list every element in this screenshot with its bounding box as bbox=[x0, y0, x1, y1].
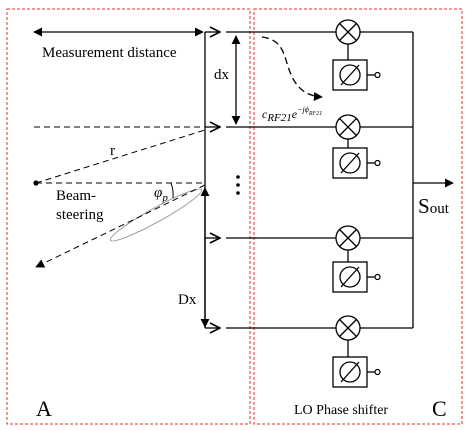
r-label: r bbox=[110, 143, 115, 159]
source-point bbox=[33, 180, 39, 186]
phi-p-label: φp bbox=[154, 185, 168, 204]
coefficient-label: cRF21e−jϕRF21 bbox=[262, 105, 322, 124]
panel-c-label: C bbox=[432, 396, 447, 421]
big-dx-label: Dx bbox=[178, 292, 197, 308]
panel-a-label: A bbox=[36, 396, 52, 421]
mixer-3-icon bbox=[335, 225, 361, 251]
steering-label: steering bbox=[56, 207, 104, 223]
phase-shifter-1-icon bbox=[332, 59, 381, 91]
dot-1 bbox=[236, 175, 240, 179]
dx-label: dx bbox=[214, 67, 230, 83]
measurement-distance-label: Measurement distance bbox=[42, 45, 177, 61]
channel-2 bbox=[226, 114, 413, 179]
panel-a-border bbox=[6, 8, 251, 425]
channel-4 bbox=[226, 315, 413, 388]
r-dashed-line bbox=[35, 129, 206, 184]
dot-3 bbox=[236, 191, 240, 195]
channel-3 bbox=[226, 225, 413, 293]
mixer-1-icon bbox=[335, 19, 361, 45]
s-out-label: Sout bbox=[418, 194, 450, 218]
beam-label: Beam- bbox=[56, 188, 96, 204]
mixer-4-icon bbox=[335, 315, 361, 341]
dot-2 bbox=[236, 183, 240, 187]
phase-shifter-4-icon bbox=[332, 356, 381, 388]
panel-c-border bbox=[253, 8, 463, 425]
mixer-2-icon bbox=[335, 114, 361, 140]
angle-arc bbox=[170, 182, 174, 199]
channel-1 bbox=[226, 19, 413, 91]
phase-shifter-2-icon bbox=[332, 147, 381, 179]
phase-shifter-3-icon bbox=[332, 261, 381, 293]
coefficient-pointer-arrow bbox=[261, 36, 323, 101]
steered-beam-arrow bbox=[35, 184, 206, 268]
beam-lobe bbox=[109, 188, 203, 242]
lo-phase-shifter-label: LO Phase shifter bbox=[294, 403, 388, 418]
